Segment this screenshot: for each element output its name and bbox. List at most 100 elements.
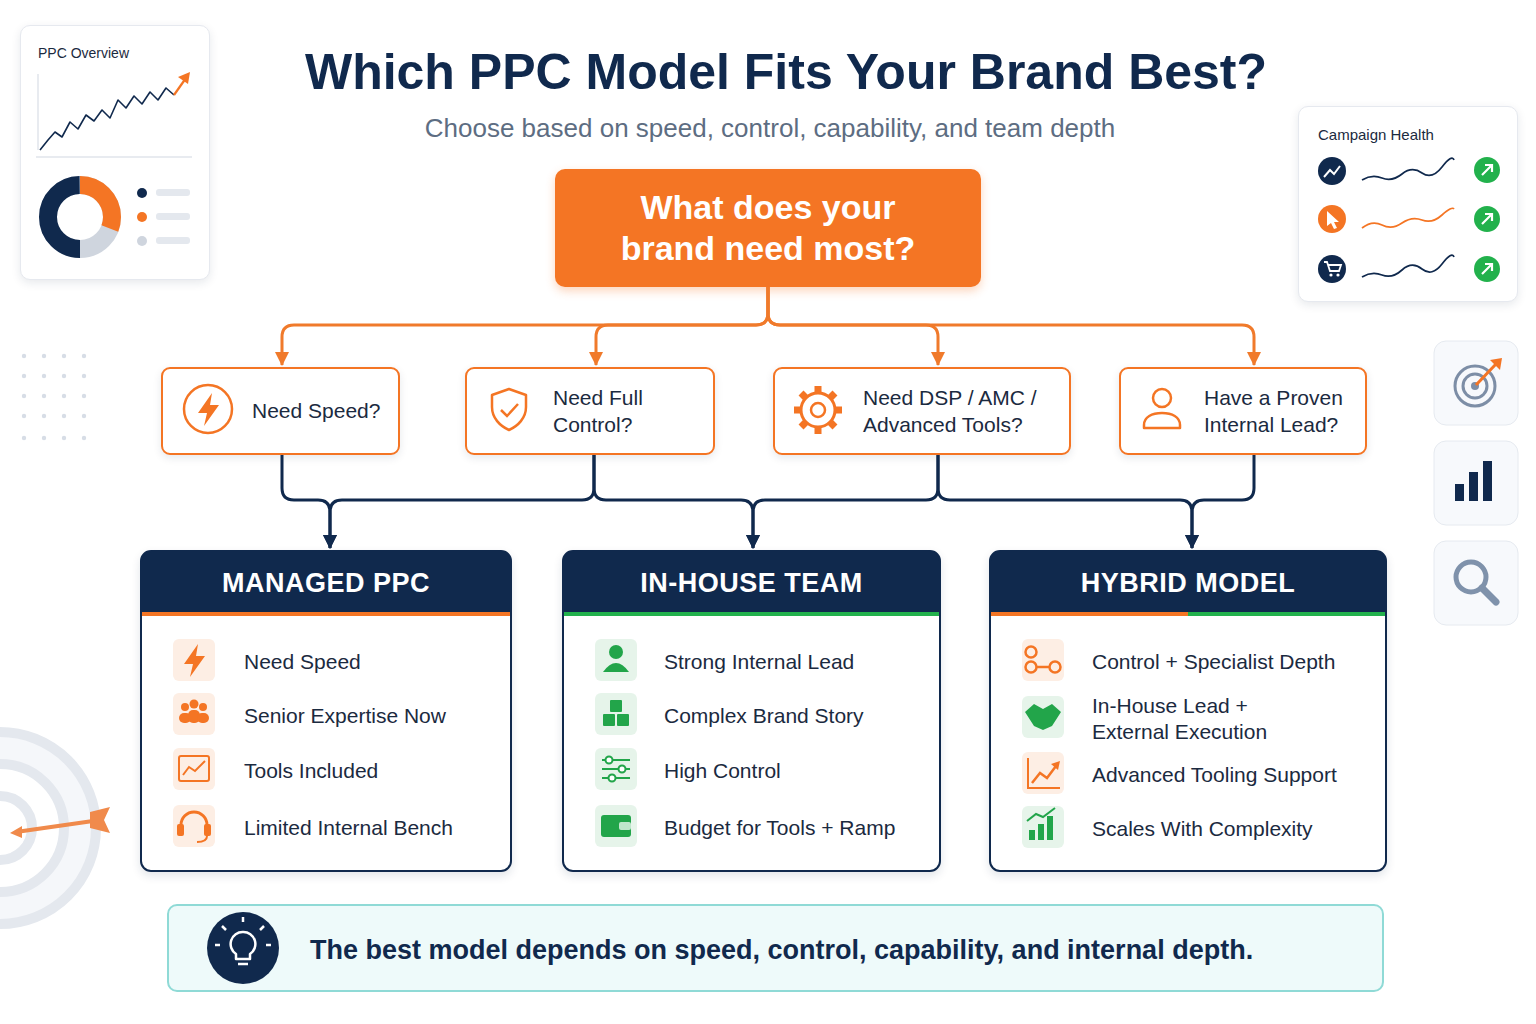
overview-chart	[36, 72, 192, 249]
side-tiles	[1434, 341, 1518, 625]
node-heading: MANAGED PPC	[142, 567, 510, 599]
question-box: Have a Proven Internal Lead?	[1119, 367, 1367, 455]
bulb-icon	[207, 912, 279, 984]
dot	[62, 436, 66, 440]
model-card: MANAGED PPCNeed SpeedSenior Expertise No…	[140, 550, 512, 872]
gear-tooth	[794, 407, 801, 414]
node-heading: Need Full Control?	[553, 384, 668, 439]
side-tile	[1434, 541, 1518, 625]
gear-icon	[794, 386, 842, 434]
list-item-text: Tools Included	[244, 758, 499, 784]
status-arrow	[1482, 264, 1492, 274]
list-item-text: Strong Internal Lead	[664, 649, 929, 675]
magnifier-icon	[1456, 562, 1486, 592]
node-heading: Campaign Health	[1318, 126, 1503, 144]
sparkline	[1362, 158, 1454, 180]
icon-tile	[173, 748, 215, 790]
people-icon	[197, 713, 209, 723]
bulb-ray	[266, 944, 271, 947]
link-icon	[1026, 662, 1037, 673]
side-tile	[1434, 341, 1518, 425]
list-item-text: Senior Expertise Now	[244, 703, 499, 729]
wallet-icon	[601, 815, 631, 837]
list-item-text: Limited Internal Bench	[244, 815, 499, 841]
legend-bar	[156, 189, 190, 196]
icon-tile	[1022, 752, 1064, 794]
link-icon	[1050, 662, 1061, 673]
target-decoration	[0, 732, 110, 924]
dot	[22, 414, 26, 418]
speed-icon	[198, 393, 219, 426]
sparkline	[1362, 208, 1454, 228]
status-badge	[1474, 206, 1500, 232]
person-icon	[1153, 389, 1171, 407]
row-icon	[1318, 205, 1346, 233]
arrow-shaft	[16, 820, 100, 832]
model-card: HYBRID MODELControl + Specialist DepthIn…	[989, 550, 1387, 872]
health-rows	[1318, 157, 1500, 283]
node-heading: IN-HOUSE TEAM	[564, 567, 939, 599]
dot	[22, 354, 26, 358]
question-box: Need Speed?	[161, 367, 400, 455]
bulb-glyph	[231, 932, 256, 959]
slider-knob	[619, 766, 626, 773]
dot	[42, 354, 46, 358]
blocks-icon	[603, 714, 615, 726]
legend-dot	[137, 236, 147, 246]
connector	[753, 455, 938, 548]
dot	[82, 436, 86, 440]
speed-icon	[184, 385, 232, 433]
people-icon	[181, 703, 189, 711]
list-item-text: High Control	[664, 758, 929, 784]
dot	[42, 414, 46, 418]
bulb-ray	[222, 926, 226, 930]
gear-tooth	[835, 407, 842, 414]
connector	[282, 287, 768, 365]
headset-icon	[197, 836, 207, 842]
dot	[42, 394, 46, 398]
icon-tile	[595, 639, 637, 681]
people-icon	[188, 710, 200, 723]
person-icon	[603, 663, 629, 672]
legend-dot	[137, 212, 147, 222]
inhouse-icons	[595, 639, 637, 847]
dot	[62, 374, 66, 378]
dot-grid	[22, 354, 86, 440]
summary-band: The best model depends on speed, control…	[167, 904, 1384, 992]
slider-icon	[602, 759, 630, 761]
list-item-text: Complex Brand Story	[664, 703, 929, 729]
bulb-ray	[215, 944, 220, 947]
arrow-tip	[10, 826, 22, 838]
wallet-icon	[619, 822, 631, 830]
chart-icon	[179, 756, 209, 781]
donut-orange	[48, 185, 112, 249]
growth-chart-icon	[1032, 766, 1056, 783]
icon-tile	[173, 639, 215, 681]
headset-icon	[181, 812, 207, 830]
donut-gray	[48, 185, 112, 249]
gear-hub	[811, 403, 825, 417]
dot	[22, 436, 26, 440]
magnifier-handle	[1482, 588, 1496, 602]
headset-icon	[177, 824, 184, 836]
status-badge	[1474, 256, 1500, 282]
target-ring	[0, 732, 96, 924]
widget-card: Campaign Health	[1298, 106, 1518, 302]
dot	[82, 394, 86, 398]
connector	[282, 455, 330, 548]
target-arrow	[1476, 364, 1496, 385]
icon-tile	[595, 805, 637, 847]
gear-tooth	[815, 386, 822, 393]
root-question-box: What does your brand need most?	[555, 169, 981, 287]
chart-axis	[37, 74, 39, 150]
bar-icon	[1455, 484, 1464, 501]
bar-icon	[1483, 461, 1492, 501]
model-card: IN-HOUSE TEAM Strong Internal LeadComplex…	[562, 550, 941, 872]
link-icon	[1037, 666, 1049, 669]
dot	[42, 374, 46, 378]
node-heading: Need Speed?	[252, 397, 392, 424]
bulb-badge	[207, 912, 279, 984]
blocks-icon	[610, 700, 622, 712]
icon-tile	[1022, 806, 1064, 848]
